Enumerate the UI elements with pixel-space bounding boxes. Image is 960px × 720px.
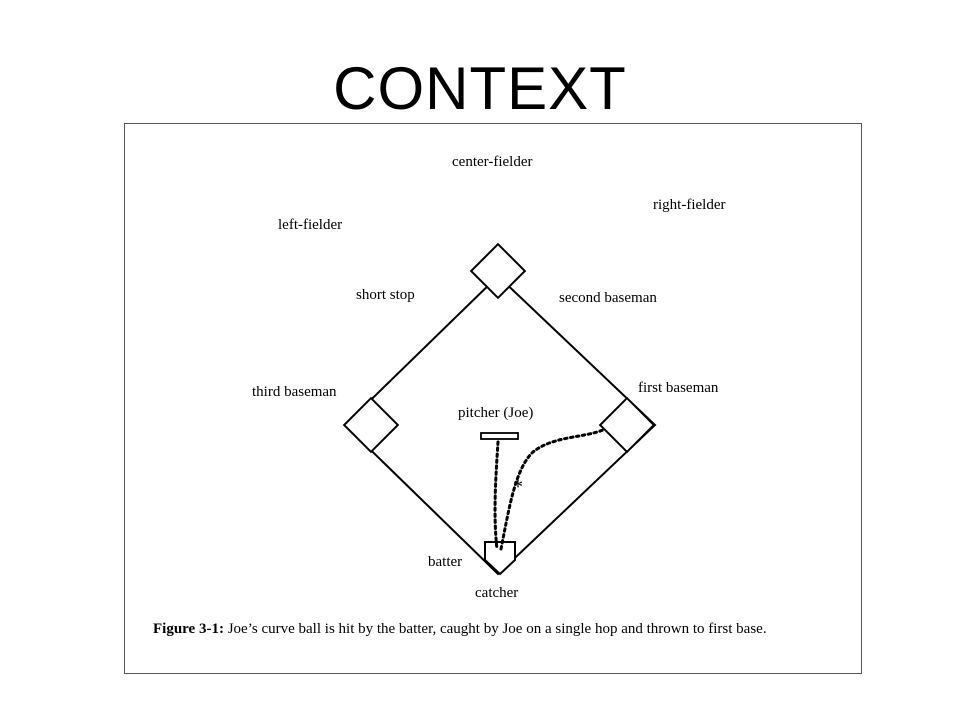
slide-title: CONTEXT	[333, 55, 627, 122]
label-batter: batter	[428, 554, 462, 570]
pitchers-rubber	[480, 432, 519, 440]
second-base	[469, 242, 527, 300]
third-base	[342, 396, 400, 454]
label-short-stop: short stop	[356, 287, 415, 303]
baseball-diamond-diagram: center-fielder right-fielder left-fielde…	[252, 154, 725, 601]
label-second-baseman: second baseman	[559, 290, 657, 306]
figure-caption-text: Joe’s curve ball is hit by the batter, c…	[227, 621, 767, 637]
figure-frame: center-fielder right-fielder left-fielde…	[124, 123, 862, 674]
label-right-fielder: right-fielder	[653, 197, 725, 213]
label-catcher: catcher	[475, 585, 518, 601]
label-left-fielder: left-fielder	[278, 217, 342, 233]
hop-marker: *	[513, 476, 523, 498]
figure-caption-label: Figure 3-1:	[153, 621, 224, 637]
label-pitcher: pitcher (Joe)	[458, 405, 533, 421]
label-first-baseman: first baseman	[638, 380, 719, 396]
infield-diamond	[343, 274, 657, 576]
hit-and-throw-path	[499, 428, 605, 551]
pitch-path	[493, 440, 500, 551]
home-plate	[484, 541, 516, 576]
label-third-baseman: third baseman	[252, 384, 337, 400]
first-base	[598, 396, 656, 454]
figure-caption: Figure 3-1: Joe’s curve ball is hit by t…	[153, 620, 843, 639]
label-center-fielder: center-fielder	[452, 154, 532, 170]
